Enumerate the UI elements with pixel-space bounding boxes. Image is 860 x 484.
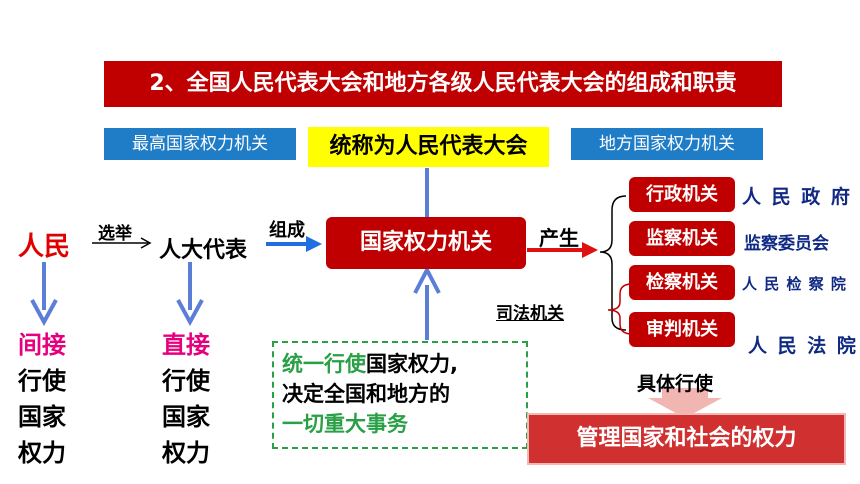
administrative-organ-box: 行政机关 bbox=[629, 177, 735, 212]
procuratorate-label: 人 民 检 察 院 bbox=[742, 275, 847, 293]
supervisory-organ-box: 监察机关 bbox=[629, 221, 735, 256]
people-indirect-column: 间接 行使 国家 权力 bbox=[18, 327, 66, 471]
elect-arrow bbox=[92, 237, 152, 249]
people-col-line1: 间接 bbox=[18, 331, 66, 359]
unified-black-text: 国家权力, bbox=[366, 352, 458, 376]
elect-label: 选举 bbox=[98, 224, 132, 244]
deputy-col-line1: 直接 bbox=[162, 331, 210, 359]
judicial-label: 司法机关 bbox=[496, 304, 564, 324]
local-organ-box: 地方国家权力机关 bbox=[571, 128, 763, 160]
unified-up-arrow bbox=[413, 265, 441, 340]
deputies-down-arrow bbox=[176, 262, 204, 327]
deputies-label: 人大代表 bbox=[159, 238, 248, 263]
people-col-line4: 权力 bbox=[18, 439, 66, 467]
judicial-brace bbox=[607, 283, 633, 335]
highest-organ-box: 最高国家权力机关 bbox=[104, 128, 296, 160]
supervisory-commission-label: 监察委员会 bbox=[744, 234, 829, 254]
deputy-col-line3: 国家 bbox=[162, 403, 210, 431]
organs-brace bbox=[599, 195, 627, 331]
people-col-line2: 行使 bbox=[18, 367, 66, 395]
produce-label: 产生 bbox=[539, 226, 579, 250]
collective-name-box: 统称为人民代表大会 bbox=[308, 127, 549, 167]
exercise-label: 具体行使 bbox=[637, 373, 714, 395]
manage-power-label: 管理国家和社会的权力 bbox=[576, 426, 797, 451]
government-label: 人 民 政 府 bbox=[742, 186, 852, 208]
compose-arrow bbox=[266, 236, 322, 252]
people-label: 人民 bbox=[18, 232, 71, 262]
deputy-col-line2: 行使 bbox=[162, 367, 210, 395]
deputy-direct-column: 直接 行使 国家 权力 bbox=[162, 327, 210, 471]
unified-power-box: 统一行使国家权力, 决定全国和地方的 一切重大事务 bbox=[272, 341, 528, 449]
deputy-col-line4: 权力 bbox=[162, 439, 210, 467]
page-title: 2、全国人民代表大会和地方各级人民代表大会的组成和职责 bbox=[104, 61, 782, 107]
people-down-arrow bbox=[30, 262, 58, 327]
state-power-organ-box: 国家权力机关 bbox=[326, 217, 526, 269]
produce-arrow bbox=[527, 242, 598, 258]
judicial-organ-box: 审判机关 bbox=[629, 312, 735, 347]
unified-line3: 一切重大事务 bbox=[282, 412, 408, 436]
unified-line2: 决定全国和地方的 bbox=[282, 382, 450, 406]
procuratorial-organ-box: 检察机关 bbox=[629, 265, 735, 300]
unified-green-text: 统一行使 bbox=[282, 352, 366, 376]
people-col-line3: 国家 bbox=[18, 403, 66, 431]
court-label: 人 民 法 院 bbox=[748, 335, 858, 357]
manage-power-box: 管理国家和社会的权力 bbox=[527, 413, 846, 465]
compose-label: 组成 bbox=[269, 220, 305, 241]
exercise-arrow bbox=[648, 388, 722, 418]
